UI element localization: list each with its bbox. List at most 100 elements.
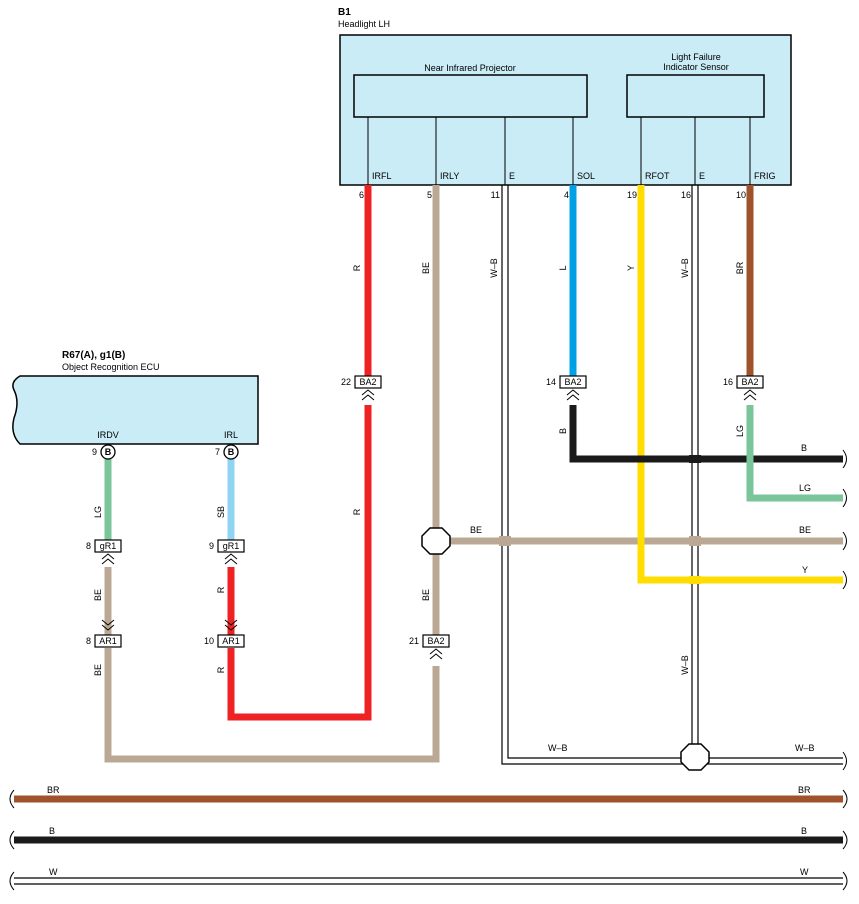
right-bus-labels: B LG BE Y W–B xyxy=(795,443,815,753)
wires xyxy=(104,185,843,765)
svg-text:BR: BR xyxy=(798,785,811,795)
ecu-pin-9: 9 xyxy=(92,447,97,457)
svg-text:16: 16 xyxy=(723,377,733,387)
svg-text:W–B: W–B xyxy=(548,743,568,753)
svg-text:gR1: gR1 xyxy=(100,541,117,551)
terminal-rfot: RFOT xyxy=(645,171,670,181)
right-edge-breaks xyxy=(842,449,847,771)
svg-text:R: R xyxy=(216,586,226,593)
pin-4: 4 xyxy=(564,190,569,200)
svg-text:BA2: BA2 xyxy=(427,636,444,646)
pin-5: 5 xyxy=(427,190,432,200)
connector-ar1-10: AR1 10 xyxy=(204,619,245,648)
ecu-terminal-irl: B 7 xyxy=(215,444,239,460)
connector-gr1-8: gR1 8 xyxy=(86,539,122,565)
splice-wb xyxy=(680,743,710,771)
svg-text:W: W xyxy=(49,867,58,877)
svg-text:L: L xyxy=(558,265,568,270)
svg-text:BA2: BA2 xyxy=(359,377,376,387)
headlight-name: Headlight LH xyxy=(338,19,390,29)
wire-rfot xyxy=(637,185,843,584)
svg-text:Y: Y xyxy=(802,565,808,575)
svg-text:SB: SB xyxy=(216,506,226,518)
bottom-bus-w: W W xyxy=(9,867,848,891)
projector-label: Near Infrared Projector xyxy=(424,63,516,73)
pin-11: 11 xyxy=(491,190,500,200)
svg-text:R: R xyxy=(352,264,362,271)
svg-text:W–B: W–B xyxy=(680,258,690,278)
connector-gr1-9: gR1 9 xyxy=(209,539,245,565)
svg-text:BR: BR xyxy=(47,785,60,795)
pin-6: 6 xyxy=(359,190,364,200)
wire-irfl-lower xyxy=(227,405,372,721)
svg-text:W–B: W–B xyxy=(680,655,690,675)
bottom-bus-b: B B xyxy=(9,826,848,850)
ecu-pin-7: 7 xyxy=(215,447,220,457)
terminal-e-11: E xyxy=(509,171,515,181)
svg-text:BE: BE xyxy=(421,589,431,601)
projector-box xyxy=(353,74,588,118)
svg-text:R: R xyxy=(352,508,362,515)
wire-irly-lower xyxy=(104,648,440,763)
terminal-sol: SOL xyxy=(577,171,595,181)
svg-text:gR1: gR1 xyxy=(223,541,240,551)
bottom-bus-br: BR BR xyxy=(9,785,848,809)
svg-text:BA2: BA2 xyxy=(564,377,581,387)
svg-text:22: 22 xyxy=(341,377,351,387)
svg-text:BE: BE xyxy=(93,664,103,676)
connector-ba2-16: BA2 16 xyxy=(723,375,764,401)
terminal-irfl: IRFL xyxy=(372,171,392,181)
svg-text:LG: LG xyxy=(93,506,103,518)
svg-text:BA2: BA2 xyxy=(741,377,758,387)
sensor-label-line2: Indicator Sensor xyxy=(663,62,729,72)
svg-text:B: B xyxy=(49,826,55,836)
ecu-code: R67(A), g1(B) xyxy=(62,350,125,361)
ecu-box xyxy=(12,375,259,445)
svg-text:R: R xyxy=(216,666,226,673)
pin-10: 10 xyxy=(736,190,746,200)
sensor-label-line1: Light Failure xyxy=(671,52,721,62)
svg-text:10: 10 xyxy=(204,636,214,646)
svg-text:B: B xyxy=(105,447,112,457)
connector-ba2-22: BA2 22 xyxy=(341,375,382,401)
wire-labels: R R BE BE W–B L Y W–B W–B BR B LG LG BE … xyxy=(93,258,745,753)
terminal-frig: FRIG xyxy=(754,171,776,181)
svg-text:B: B xyxy=(801,826,807,836)
splice-be xyxy=(421,527,451,555)
terminal-irly: IRLY xyxy=(440,171,459,181)
connector-ba2-14: BA2 14 xyxy=(546,375,587,401)
terminal-irl: IRL xyxy=(224,430,238,440)
svg-text:AR1: AR1 xyxy=(99,636,117,646)
svg-text:8: 8 xyxy=(86,636,91,646)
svg-text:B: B xyxy=(228,447,235,457)
svg-text:B: B xyxy=(801,443,807,453)
svg-text:B: B xyxy=(558,428,568,434)
connector-ba2-21: BA2 21 xyxy=(409,634,450,660)
terminal-e-16: E xyxy=(699,171,705,181)
svg-text:BE: BE xyxy=(421,262,431,274)
svg-text:BE: BE xyxy=(799,525,811,535)
crossing-marks xyxy=(499,455,701,584)
sensor-box xyxy=(626,74,765,118)
svg-text:LG: LG xyxy=(735,425,745,437)
internal-leads xyxy=(367,117,751,185)
wire-e11-wb xyxy=(501,185,843,765)
wire-ba2-16-lg xyxy=(746,405,843,502)
connector-ar1-8: AR1 8 xyxy=(86,619,122,648)
svg-text:LG: LG xyxy=(799,483,811,493)
pin-19: 19 xyxy=(627,190,637,200)
svg-text:W–B: W–B xyxy=(795,743,815,753)
svg-text:9: 9 xyxy=(209,541,214,551)
svg-text:W–B: W–B xyxy=(489,258,499,278)
svg-text:21: 21 xyxy=(409,636,419,646)
svg-text:BR: BR xyxy=(735,261,745,274)
wire-e16-wb xyxy=(691,185,699,744)
ecu-terminal-irdv: B 9 xyxy=(92,444,116,460)
svg-text:BE: BE xyxy=(470,525,482,535)
svg-text:AR1: AR1 xyxy=(222,636,240,646)
svg-text:BE: BE xyxy=(93,589,103,601)
ecu-name: Object Recognition ECU xyxy=(62,362,160,372)
svg-text:W: W xyxy=(800,867,809,877)
svg-text:14: 14 xyxy=(546,377,556,387)
